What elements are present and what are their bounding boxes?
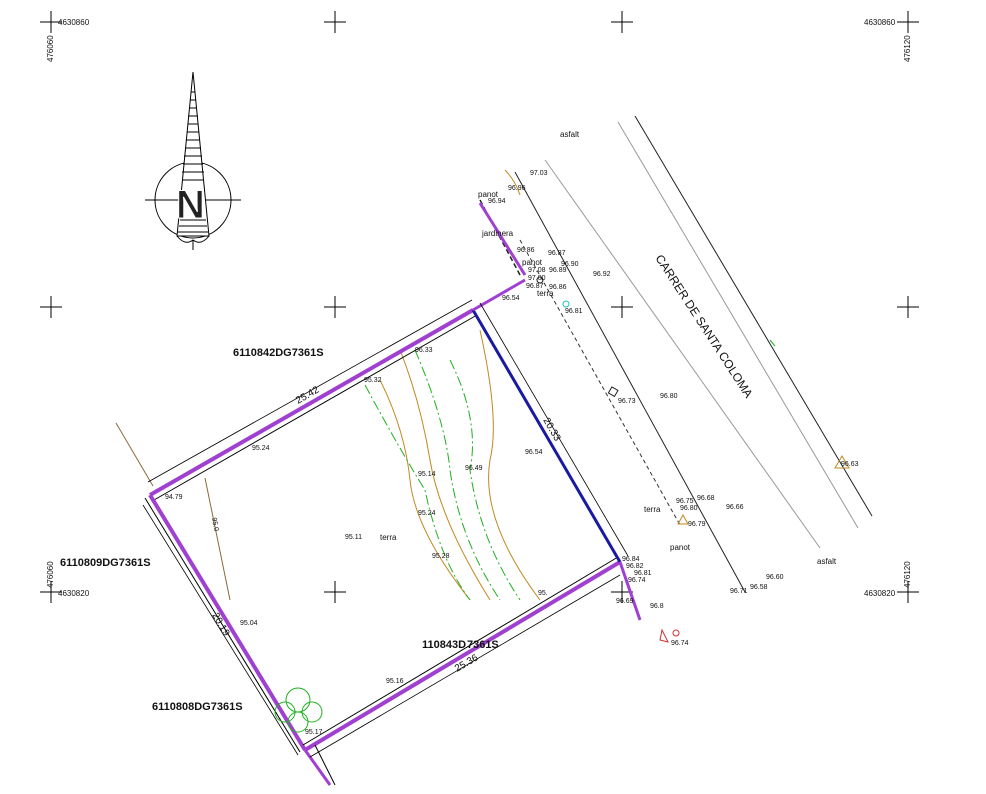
dim-inner: 95.0 bbox=[210, 517, 219, 532]
spot-height: 96.58 bbox=[750, 584, 768, 591]
adjacent-lines bbox=[115, 422, 231, 601]
spot-height: 96.87 bbox=[548, 250, 566, 257]
spot-height: 96.68 bbox=[697, 495, 715, 502]
spot-height: 96.66 bbox=[726, 504, 744, 511]
spot-height: 96.33 bbox=[415, 347, 433, 354]
spot-height: 96.81 bbox=[565, 308, 583, 315]
spot-height: 97.00 bbox=[528, 275, 546, 282]
spot-height: 96.87 bbox=[526, 283, 544, 290]
dimension-lines bbox=[142, 299, 629, 758]
spot-height: 96.54 bbox=[525, 449, 543, 456]
spot-height: 96.94 bbox=[488, 198, 506, 205]
spot-height: 96.49 bbox=[465, 465, 483, 472]
label-terra-2: terra bbox=[380, 533, 397, 542]
parcel-label-west: 6110809DG7361S bbox=[60, 557, 151, 569]
spot-height: 96.90 bbox=[561, 261, 579, 268]
parcel-label-south: 110843D 7361S bbox=[422, 639, 499, 651]
spot-height: 97.03 bbox=[530, 170, 548, 177]
spot-height: 96.60 bbox=[766, 574, 784, 581]
spot-height: 96.96 bbox=[508, 185, 526, 192]
coord-bottom-left-n: 4630820 bbox=[58, 589, 90, 598]
spot-height: 96.86 bbox=[517, 247, 535, 254]
grid-crosses bbox=[40, 11, 919, 603]
parcel-boundary bbox=[144, 202, 642, 786]
coord-bottom-left-e: 476060 bbox=[46, 561, 55, 588]
spot-height: 96.80 bbox=[660, 393, 678, 400]
north-arrow-icon: N bbox=[145, 71, 241, 250]
spot-height: 95.04 bbox=[240, 620, 258, 627]
spot-height: 95.24 bbox=[418, 510, 436, 517]
spot-height: 95.11 bbox=[345, 534, 362, 541]
parcel-label-north: 6110842DG7361S bbox=[233, 347, 324, 359]
coord-top-right-n: 4630860 bbox=[864, 18, 896, 27]
spot-height: 96.79 bbox=[688, 521, 706, 528]
coord-bottom-right-n: 4630820 bbox=[864, 589, 896, 598]
spot-height: 94.79 bbox=[165, 494, 183, 501]
street-name: CARRER DE SANTA COLOMA bbox=[652, 252, 755, 400]
spot-height: 96.74 bbox=[628, 577, 646, 584]
spot-height: 97.08 bbox=[528, 267, 546, 274]
label-terra-1: terra bbox=[537, 289, 554, 298]
spot-height: 96.80 bbox=[680, 505, 698, 512]
spot-height: 95.17 bbox=[305, 729, 323, 736]
map-symbols bbox=[536, 276, 850, 643]
spot-heights: 97.03 96.96 96.94 96.86 96.87 96.90 97.0… bbox=[165, 170, 859, 736]
spot-height: 96.81 bbox=[634, 570, 652, 577]
spot-height: 96.75 bbox=[676, 498, 694, 505]
parcel-label-southwest: 6110808DG7361S bbox=[152, 701, 243, 713]
coord-top-right-e: 476120 bbox=[903, 35, 912, 62]
label-panot-3: panot bbox=[670, 543, 691, 552]
surface-label-1: asfalt bbox=[560, 130, 580, 139]
label-terra-3: terra bbox=[644, 505, 661, 514]
contour-lines bbox=[364, 169, 541, 601]
spot-height: 95.24 bbox=[252, 445, 270, 452]
spot-height: 95.14 bbox=[418, 471, 436, 478]
spot-height: 96.89 bbox=[549, 267, 567, 274]
spot-height: 96.86 bbox=[549, 284, 567, 291]
coord-bottom-right-e: 476120 bbox=[903, 561, 912, 588]
spot-height: 96.8 bbox=[650, 603, 664, 610]
street-lines bbox=[479, 115, 873, 593]
label-panot-2: panot bbox=[522, 258, 543, 267]
spot-height: 96.74 bbox=[671, 640, 689, 647]
spot-height: 96.92 bbox=[593, 271, 611, 278]
tree-icon bbox=[274, 687, 323, 733]
coord-top-left-e: 476060 bbox=[46, 35, 55, 62]
spot-height: 96.71 bbox=[730, 588, 748, 595]
spot-height: 96.69 bbox=[616, 598, 634, 605]
spot-height: 96.84 bbox=[622, 556, 640, 563]
spot-height: 95.16 bbox=[386, 678, 404, 685]
spot-height: 95.28 bbox=[432, 553, 450, 560]
north-letter: N bbox=[176, 183, 205, 227]
spot-height: 95.32 bbox=[364, 377, 382, 384]
coord-top-left-n: 4630860 bbox=[58, 18, 90, 27]
spot-height: 96.54 bbox=[502, 295, 520, 302]
surface-label-2: asfalt bbox=[817, 557, 837, 566]
spot-height: 96.73 bbox=[618, 398, 636, 405]
spot-height: 96.82 bbox=[626, 563, 644, 570]
label-panot-1: panot bbox=[478, 190, 499, 199]
spot-height: 95. bbox=[538, 590, 548, 597]
label-jardinera: jardinera bbox=[481, 229, 514, 238]
spot-height: 96.63 bbox=[841, 461, 859, 468]
